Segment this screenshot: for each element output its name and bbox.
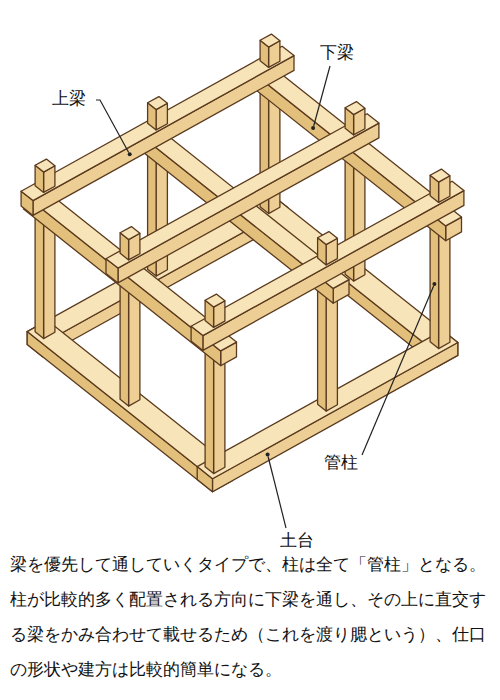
timber-face [345, 102, 365, 115]
part-label: 下梁 [318, 42, 356, 62]
leader-line [268, 457, 286, 529]
timber-face [318, 232, 338, 245]
part-label: 上梁 [50, 88, 88, 108]
timber-face [318, 288, 327, 411]
timber-face [326, 288, 337, 411]
part-label: 管柱 [322, 452, 360, 472]
timber-face [35, 215, 44, 338]
timber-face [205, 350, 214, 473]
timber-face [35, 159, 55, 172]
timber-face [129, 283, 140, 406]
timber-face [214, 351, 225, 474]
timber-face [120, 227, 140, 240]
timber-face [106, 114, 379, 268]
leader-dot [128, 152, 132, 156]
timber-face [260, 34, 280, 47]
timber-face [120, 283, 129, 406]
leader-line [96, 100, 129, 153]
leader-line [314, 66, 330, 126]
timber-face [148, 97, 168, 110]
timber-face [203, 191, 464, 351]
timber-face [205, 294, 225, 307]
leader-line [362, 286, 434, 455]
timber-face [430, 225, 439, 348]
caption: 梁を優先して通していくタイプで、柱は全て「管柱」となる。柱が比較的多く配置される… [10, 547, 492, 687]
timber-face [430, 169, 450, 182]
leader-dot [432, 282, 436, 286]
leader-dot [266, 453, 270, 457]
leader-dot [311, 126, 315, 130]
timber-face [44, 216, 55, 339]
part-label: 土台 [278, 530, 316, 550]
timber-face [439, 226, 450, 349]
